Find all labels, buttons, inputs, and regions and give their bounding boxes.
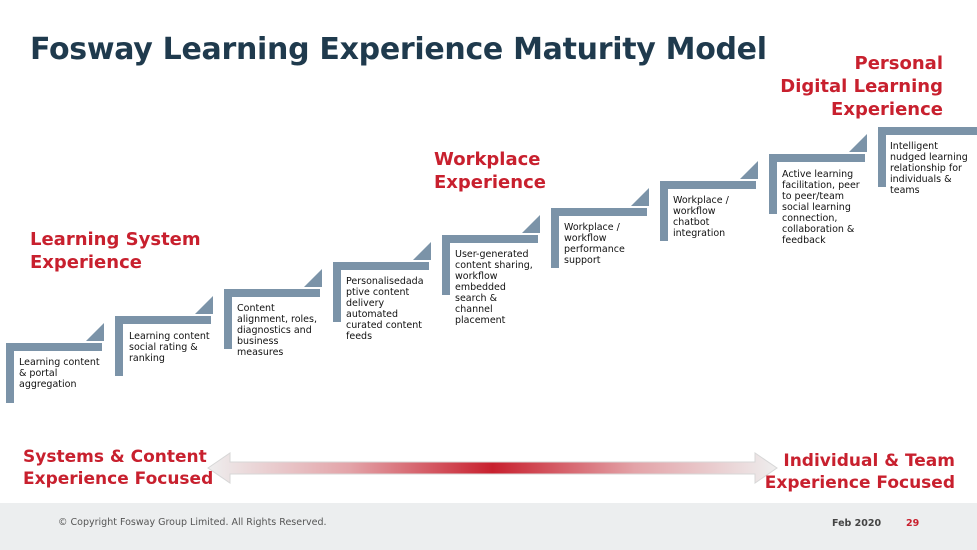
step-8-tread <box>769 154 865 162</box>
step-3-connector <box>304 269 322 287</box>
step-6-shape <box>551 188 649 268</box>
step-1-connector <box>86 323 104 341</box>
step-9-text: Intelligent nudged learning relationship… <box>890 141 968 196</box>
footer-bar <box>0 503 977 550</box>
step-6-riser <box>551 208 559 268</box>
step-6-text: Workplace / workflow performance support <box>564 222 625 266</box>
step-7-shape <box>660 161 758 241</box>
step-8-riser <box>769 154 777 214</box>
step-2-text: Learning content social rating & ranking <box>129 331 210 364</box>
step-6-tread <box>551 208 647 216</box>
step-2-connector <box>195 296 213 314</box>
step-4-shape <box>333 242 431 322</box>
step-7-connector <box>740 161 758 179</box>
step-1-tread <box>6 343 102 351</box>
heading-learning-system: Learning System Experience <box>30 229 201 273</box>
step-3-tread <box>224 289 320 297</box>
step-8-shape <box>769 134 867 214</box>
step-4-text: Personalisedada ptive content delivery a… <box>346 276 424 342</box>
step-2-riser <box>115 316 123 376</box>
focus-right-label: Individual & Team Experience Focused <box>764 451 955 493</box>
focus-left-label: Systems & Content Experience Focused <box>23 447 214 489</box>
step-9-shape <box>878 127 977 187</box>
step-7-text: Workplace / workflow chatbot integration <box>673 195 729 239</box>
copyright-text: © Copyright Fosway Group Limited. All Ri… <box>58 517 327 528</box>
step-2-shape <box>115 296 213 376</box>
step-5-riser <box>442 235 450 295</box>
slide-title: Fosway Learning Experience Maturity Mode… <box>30 32 767 67</box>
step-5-tread <box>442 235 538 243</box>
step-4-connector <box>413 242 431 260</box>
heading-personal: Personal Digital Learning Experience <box>780 53 943 120</box>
step-5-shape <box>442 215 540 295</box>
step-7-tread <box>660 181 756 189</box>
step-3-shape <box>224 269 322 349</box>
step-1-text: Learning content & portal aggregation <box>19 357 100 390</box>
step-4-riser <box>333 262 341 322</box>
step-1-riser <box>6 343 14 403</box>
page-number: 29 <box>906 518 920 529</box>
step-4-tread <box>333 262 429 270</box>
step-8-connector <box>849 134 867 152</box>
step-7-riser <box>660 181 668 241</box>
footer-date: Feb 2020 <box>832 518 882 529</box>
focus-arrow-shape <box>207 452 778 484</box>
step-8-text: Active learning facilitation, peer to pe… <box>782 169 860 246</box>
step-6-connector <box>631 188 649 206</box>
heading-workplace: Workplace Experience <box>434 149 546 193</box>
step-2-tread <box>115 316 211 324</box>
step-9-riser <box>878 127 886 187</box>
step-9-tread <box>878 127 977 135</box>
step-1-shape <box>6 323 104 403</box>
step-3-riser <box>224 289 232 349</box>
step-5-text: User-generated content sharing, workflow… <box>455 249 533 326</box>
step-5-connector <box>522 215 540 233</box>
step-3-text: Content alignment, roles, diagnostics an… <box>237 303 317 358</box>
